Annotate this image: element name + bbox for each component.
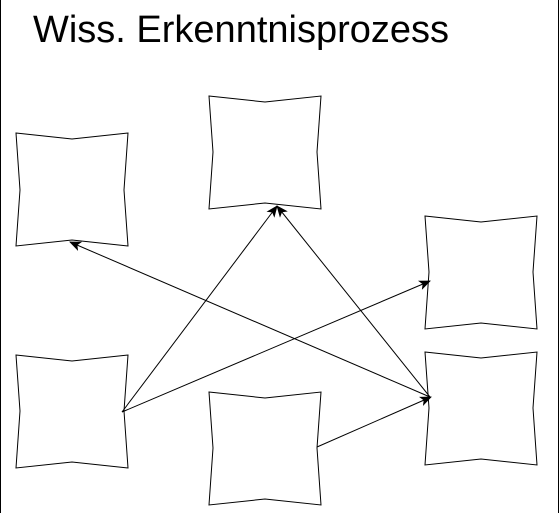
node-right-upper[interactable] bbox=[424, 215, 538, 330]
connector-rightlower-to-topleft bbox=[69, 241, 431, 398]
connector-bottomleft-to-topcenter bbox=[121, 205, 278, 413]
connector-bottomleft-to-rightupper bbox=[121, 280, 431, 413]
connector-bottomcenter-to-rightlower bbox=[316, 396, 432, 448]
node-top-center[interactable] bbox=[208, 95, 322, 210]
node-right-lower[interactable] bbox=[424, 351, 538, 466]
diagram-title: Wiss. Erkenntnisprozess bbox=[33, 9, 450, 51]
node-bottom-center[interactable] bbox=[208, 391, 322, 506]
node-top-left[interactable] bbox=[15, 132, 129, 247]
connector-rightlower-to-topcenter bbox=[276, 205, 431, 398]
node-bottom-left[interactable] bbox=[15, 354, 129, 469]
